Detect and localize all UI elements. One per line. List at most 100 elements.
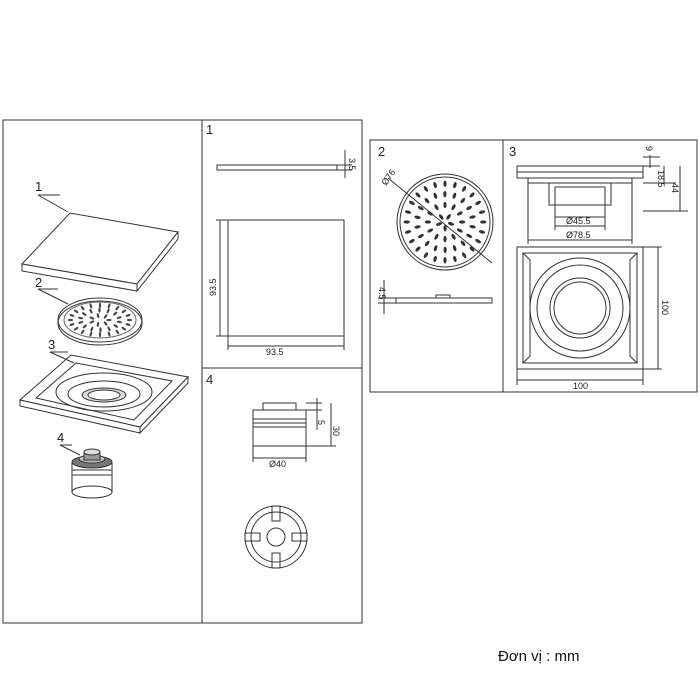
grate-hole	[452, 192, 457, 199]
grate-hole	[433, 181, 437, 189]
grate-hole	[435, 222, 443, 226]
grate-hole	[116, 320, 122, 324]
panel-label-3: 3	[509, 144, 516, 159]
grate-hole	[451, 204, 456, 211]
grate-hole	[408, 200, 415, 205]
grate-hole	[443, 257, 447, 264]
dim-insert-5: 5	[316, 420, 326, 425]
grate-hole	[107, 331, 111, 337]
grate-hole	[121, 326, 127, 331]
part-label-2: 2	[35, 275, 42, 290]
grate-hole	[438, 214, 444, 220]
dim-body-height: 100	[660, 300, 670, 315]
grate-hole	[453, 255, 457, 263]
grate-hole	[403, 220, 410, 224]
grate-hole	[106, 318, 112, 322]
grate-hole	[456, 211, 463, 216]
grate-hole	[89, 308, 93, 314]
grate-hole	[80, 305, 85, 311]
body-side-view	[516, 165, 644, 218]
grate-hole	[466, 205, 472, 211]
grate-hole	[475, 200, 482, 205]
grate-diameter-line	[387, 177, 493, 264]
leader-1	[37, 194, 69, 213]
dim-body-18-5: 18.5	[656, 170, 666, 188]
dim-body-width: 100	[573, 381, 588, 391]
grate-hole	[443, 201, 447, 209]
grate-hole	[106, 308, 110, 314]
grate-hole	[125, 323, 131, 326]
grate-hole	[478, 230, 486, 234]
exploded-body	[18, 354, 190, 435]
grate-hole	[98, 307, 101, 313]
dim-grate-thickness: 4.5	[377, 287, 387, 300]
grate-top-view	[396, 173, 494, 271]
grate-hole	[99, 327, 102, 333]
grate-side-view	[395, 297, 493, 304]
grate-hole	[469, 192, 475, 198]
grate-hole	[103, 314, 108, 319]
grate-hole	[415, 192, 421, 198]
grate-hole	[434, 204, 439, 211]
grate-hole	[98, 332, 102, 338]
dim-lid-thickness: 3.5	[347, 158, 357, 171]
grate-hole	[443, 180, 447, 187]
grate-hole	[423, 252, 428, 259]
grate-hole	[462, 185, 467, 192]
right-frame	[369, 139, 698, 393]
panel-label-1: 1	[206, 122, 213, 137]
grate-hole	[433, 245, 438, 252]
grate-hole	[107, 326, 111, 332]
grate-hole	[427, 211, 434, 216]
body-top-view	[516, 246, 644, 370]
grate-hole	[443, 225, 447, 232]
grate-hole	[103, 321, 108, 326]
grate-hole	[113, 324, 118, 328]
grate-hole	[469, 215, 476, 219]
dim-lid-width: 93.5	[266, 347, 284, 357]
grate-hole	[423, 185, 428, 192]
grate-hole	[96, 321, 100, 327]
grate-hole	[126, 318, 133, 322]
insert-bottom-view	[244, 505, 308, 569]
grate-hole	[415, 246, 421, 252]
grate-hole	[462, 252, 467, 259]
lid-top-view	[227, 219, 345, 337]
dim-body-78-5: Ø78.5	[566, 230, 591, 240]
grate-hole	[414, 225, 421, 229]
grate-hole	[69, 323, 75, 326]
grate-hole	[98, 302, 102, 308]
grate-hole	[478, 210, 486, 214]
leader-4	[59, 444, 81, 456]
grate-hole	[116, 316, 122, 319]
grate-hole	[443, 246, 447, 254]
leader-3	[49, 351, 75, 364]
grate-hole	[460, 240, 466, 246]
grate-hole	[404, 230, 412, 234]
grate-hole	[82, 312, 87, 316]
grate-hole	[417, 206, 424, 211]
part-label-3: 3	[48, 337, 55, 352]
grate-hole	[73, 309, 79, 314]
grate-hole	[469, 225, 476, 229]
exploded-insert	[71, 448, 113, 499]
grate-hole	[475, 239, 482, 244]
grate-hole	[424, 198, 430, 204]
dim-body-9: 9	[644, 146, 654, 151]
grate-hole	[73, 326, 79, 331]
grate-hole	[443, 235, 447, 243]
left-frame	[2, 119, 363, 624]
grate-hole	[125, 314, 131, 317]
grate-hole	[82, 324, 87, 329]
grate-hole	[434, 233, 439, 240]
exploded-grate	[57, 297, 143, 346]
grate-hole	[414, 215, 421, 219]
panel-label-2: 2	[378, 144, 385, 159]
grate-hole	[460, 197, 466, 204]
grate-hole	[458, 220, 466, 224]
grate-hole	[107, 303, 111, 309]
part-label-4: 4	[57, 430, 64, 445]
part-label-1: 1	[35, 179, 42, 194]
leader-2	[37, 288, 69, 305]
